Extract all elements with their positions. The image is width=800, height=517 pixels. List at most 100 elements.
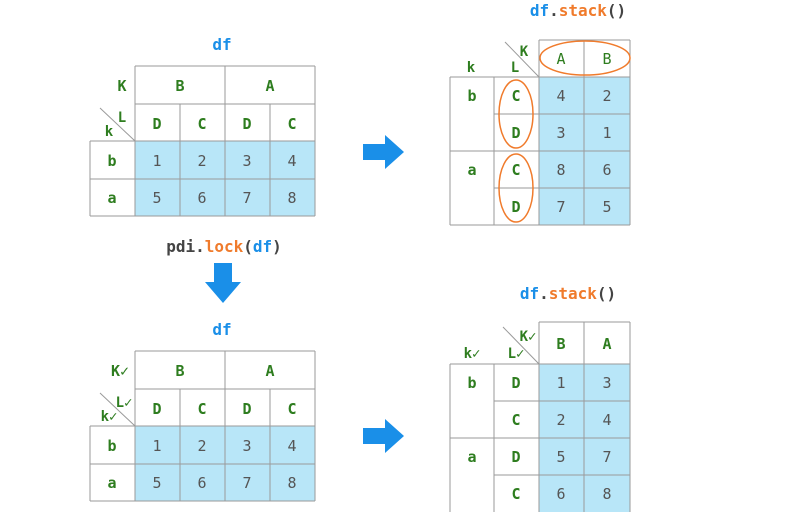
sub-label: C <box>511 485 520 503</box>
cell-value: 4 <box>287 152 296 170</box>
sub-label: D <box>511 374 520 392</box>
top-header-1: A <box>265 362 274 380</box>
table-grid <box>89 65 316 217</box>
cell-value: 2 <box>602 87 611 105</box>
row-label-1: a <box>107 474 116 492</box>
group-label-1: a <box>467 161 476 179</box>
cell-value: 4 <box>287 437 296 455</box>
table-grid <box>89 350 316 502</box>
cell-value: 8 <box>287 189 296 207</box>
title-parens: () <box>597 284 616 303</box>
column-level-name: K✓ <box>111 362 129 380</box>
cell-value: 6 <box>556 485 565 503</box>
sub-label: D <box>511 198 520 216</box>
title-dot: . <box>549 1 559 20</box>
sub-header-3: C <box>287 115 296 133</box>
title-parens: () <box>607 1 626 20</box>
cell-value: 4 <box>602 411 611 429</box>
cell-value: 3 <box>242 152 251 170</box>
column-header-0: A <box>556 50 565 68</box>
cell-value: 8 <box>287 474 296 492</box>
panel4-title: df.stack() <box>520 284 616 303</box>
title-object: df <box>520 284 539 303</box>
sub-header-0: D <box>152 115 161 133</box>
sub-header-2: D <box>242 115 251 133</box>
cell-value: 5 <box>556 448 565 466</box>
column-header-1: B <box>602 50 611 68</box>
arrow-right-icon <box>363 135 404 169</box>
row-label-1: a <box>107 189 116 207</box>
panel-original-df: df K L k B A D C D C b a 1 2 3 4 5 6 7 8 <box>89 35 316 217</box>
cell-value: 6 <box>197 474 206 492</box>
cell-value: 5 <box>152 189 161 207</box>
corner-bottom-name: L✓ <box>508 346 525 362</box>
row-label-0: b <box>107 437 116 455</box>
lock-code-label: pdi.lock(df) <box>166 237 282 256</box>
row-index-name: k <box>467 60 476 76</box>
panel-stacked-df: df.stack() K L k A B b a C D C D 4 <box>449 1 631 226</box>
cell-value: 6 <box>197 189 206 207</box>
panel-locked-stacked-df: df.stack() K✓ L✓ k✓ B A b a D C D C 1 3 … <box>449 284 631 512</box>
corner-level-name: L <box>118 110 126 126</box>
cell-value: 2 <box>197 152 206 170</box>
arrow-right-icon <box>363 419 404 453</box>
row-index-name: k <box>105 124 114 140</box>
cell-value: 1 <box>152 152 161 170</box>
group-label-0: b <box>467 87 476 105</box>
cell-value: 6 <box>602 161 611 179</box>
cell-value: 2 <box>556 411 565 429</box>
title-method: stack <box>559 1 608 20</box>
cell-value: 1 <box>556 374 565 392</box>
top-header-0: B <box>175 77 184 95</box>
code-prefix: pdi. <box>166 237 205 256</box>
highlight-ellipse <box>498 153 534 223</box>
sub-label: C <box>511 87 520 105</box>
group-label-0: b <box>467 374 476 392</box>
cell-value: 3 <box>556 124 565 142</box>
panel1-title: df <box>212 35 231 54</box>
corner-bottom-name: L <box>511 60 519 76</box>
column-level-name: K <box>117 77 126 95</box>
column-header-1: A <box>602 335 611 353</box>
cell-value: 2 <box>197 437 206 455</box>
cell-value: 1 <box>152 437 161 455</box>
sub-label: D <box>511 448 520 466</box>
cell-value: 4 <box>556 87 565 105</box>
title-object: df <box>530 1 549 20</box>
table-grid <box>449 321 631 512</box>
cell-value: 5 <box>152 474 161 492</box>
top-header-1: A <box>265 77 274 95</box>
sub-label: C <box>511 161 520 179</box>
sub-label: C <box>511 411 520 429</box>
cell-value: 7 <box>602 448 611 466</box>
arrow-down-icon <box>205 263 241 303</box>
panel-locked-df: df K✓ L✓ k✓ B A D C D C b a 1 2 3 4 5 6 … <box>89 320 316 502</box>
corner-top-name: K✓ <box>520 329 537 345</box>
cell-value: 7 <box>242 474 251 492</box>
cell-value: 7 <box>556 198 565 216</box>
code-method: lock <box>205 237 244 256</box>
sub-header-0: D <box>152 400 161 418</box>
group-label-1: a <box>467 448 476 466</box>
sub-label: D <box>511 124 520 142</box>
corner-level-name: L✓ <box>116 395 133 411</box>
highlight-ellipse <box>498 79 534 149</box>
corner-top-name: K <box>520 44 529 60</box>
sub-header-1: C <box>197 400 206 418</box>
code-open: ( <box>243 237 253 256</box>
panel3-title: df <box>212 320 231 339</box>
code-close: ) <box>272 237 282 256</box>
sub-header-3: C <box>287 400 296 418</box>
column-header-0: B <box>556 335 565 353</box>
cell-value: 3 <box>242 437 251 455</box>
cell-value: 1 <box>602 124 611 142</box>
cell-value: 7 <box>242 189 251 207</box>
title-dot: . <box>539 284 549 303</box>
cell-value: 5 <box>602 198 611 216</box>
sub-header-1: C <box>197 115 206 133</box>
row-index-name: k✓ <box>464 346 481 362</box>
cell-value: 3 <box>602 374 611 392</box>
cell-value: 8 <box>602 485 611 503</box>
